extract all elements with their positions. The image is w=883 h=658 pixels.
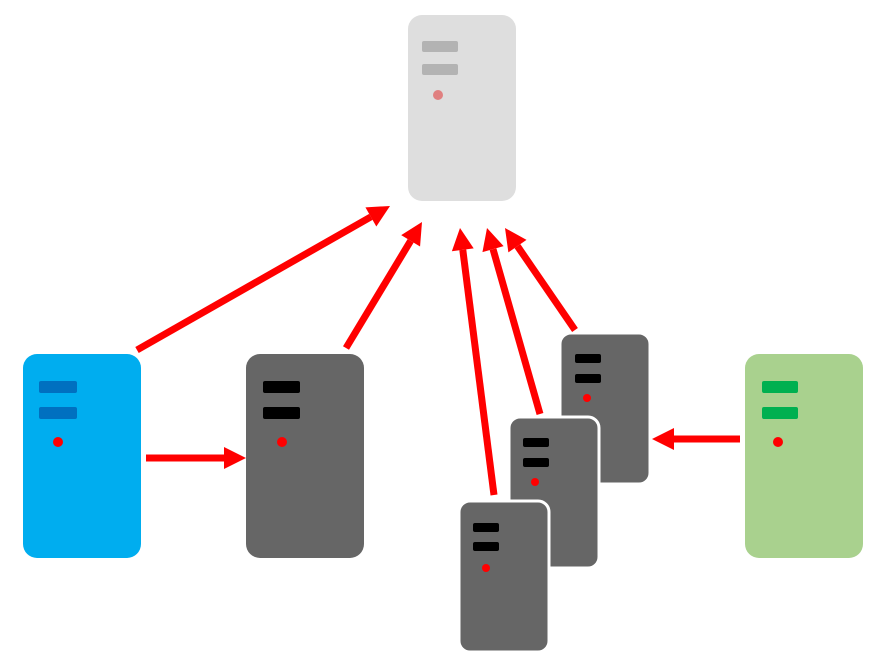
drive-slot (422, 41, 458, 52)
server-body (23, 354, 141, 558)
arrow-shaft (459, 249, 498, 496)
power-led (773, 437, 783, 447)
arrow-stack-middle-to-central (482, 228, 544, 415)
arrow-shaft (514, 244, 578, 332)
power-led (531, 478, 539, 486)
power-led (53, 437, 63, 447)
central-server (408, 15, 516, 201)
power-led (277, 437, 287, 447)
drive-slot (523, 438, 549, 447)
arrow-head (365, 206, 390, 227)
drive-slot (473, 523, 499, 532)
arrow-shaft (489, 248, 544, 415)
arrow-head (652, 428, 674, 450)
blue-server (23, 354, 141, 558)
arrows (135, 206, 740, 496)
server-body (457, 499, 551, 654)
drive-slot (762, 381, 798, 393)
drive-slot (263, 407, 300, 419)
drive-slot (473, 542, 499, 551)
drive-slot (263, 381, 300, 393)
server-body (408, 15, 516, 201)
arrow-gray-to-central (343, 222, 422, 350)
power-led (482, 564, 490, 572)
arrow-head (482, 228, 504, 253)
arrow-head (224, 447, 246, 469)
drive-slot (762, 407, 798, 419)
arrow-head (505, 228, 527, 253)
power-led (433, 90, 443, 100)
arrow-stack-front-to-central (451, 228, 498, 496)
arrow-head (451, 228, 474, 252)
drive-slot (575, 374, 601, 383)
arrow-green-to-stack (652, 428, 740, 450)
gray-server (246, 354, 364, 558)
arrow-stack-back-to-central (505, 228, 578, 332)
drive-slot (422, 64, 458, 75)
arrow-shaft (343, 239, 414, 350)
arrow-shaft (135, 213, 373, 354)
arrow-blue-to-gray (146, 447, 246, 469)
drive-slot (523, 458, 549, 467)
drive-slot (39, 407, 77, 419)
arrow-blue-to-central (135, 206, 390, 354)
drive-slot (39, 381, 77, 393)
server-body (246, 354, 364, 558)
green-server (745, 354, 863, 558)
stack-server-front (457, 499, 551, 654)
drive-slot (575, 354, 601, 363)
power-led (583, 394, 591, 402)
arrow-head (401, 222, 422, 247)
server-body (745, 354, 863, 558)
